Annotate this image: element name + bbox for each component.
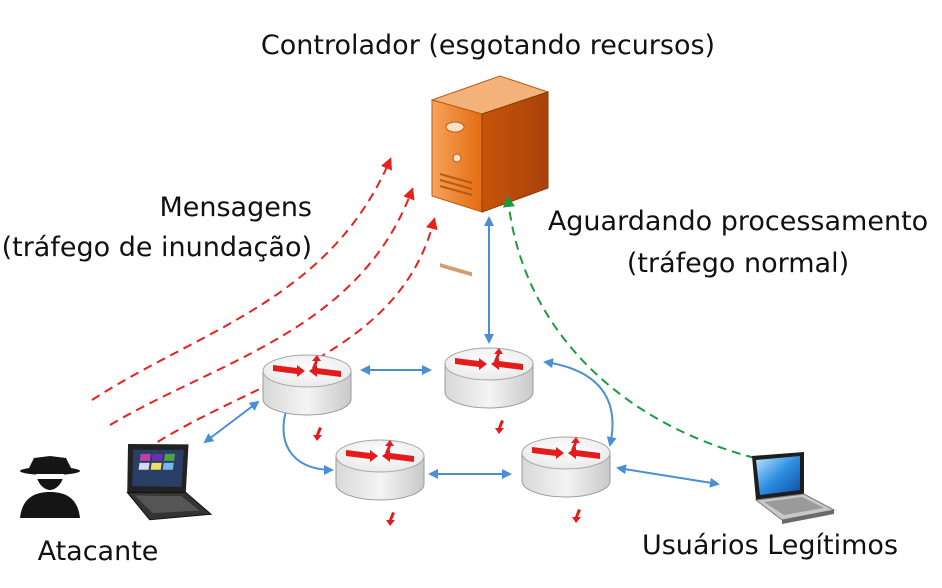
flood-label-line1: Mensagens <box>159 192 312 223</box>
attacker-label: Atacante <box>38 536 159 567</box>
spy-icon <box>20 456 80 518</box>
router-icon <box>444 347 534 435</box>
laptop-icon <box>752 452 836 524</box>
flood-arrow-1 <box>91 157 392 401</box>
flood-arrow-2 <box>109 187 415 426</box>
link-r1-r3 <box>280 403 334 475</box>
flood-traffic-arrows <box>91 157 438 451</box>
laptop-icon <box>126 444 213 521</box>
server-icon <box>430 75 550 277</box>
legit-users-label: Usuários Legítimos <box>642 530 898 561</box>
router-icon <box>521 436 611 524</box>
flood-label-line2: (tráfego de inundação) <box>2 232 312 263</box>
link-r2-r4 <box>543 358 617 447</box>
waiting-label-line2: (tráfego normal) <box>627 248 849 279</box>
link-r4-user <box>616 464 720 488</box>
controller-label: Controlador (esgotando recursos) <box>261 30 715 61</box>
router-icon <box>335 439 425 527</box>
flood-arrow-3 <box>144 217 438 451</box>
link-attacker-r1 <box>203 400 260 444</box>
network-links <box>203 216 720 488</box>
waiting-label-line1: Aguardando processamento <box>548 206 928 237</box>
normal-traffic-arrow <box>502 195 756 459</box>
router-icon <box>262 354 352 442</box>
